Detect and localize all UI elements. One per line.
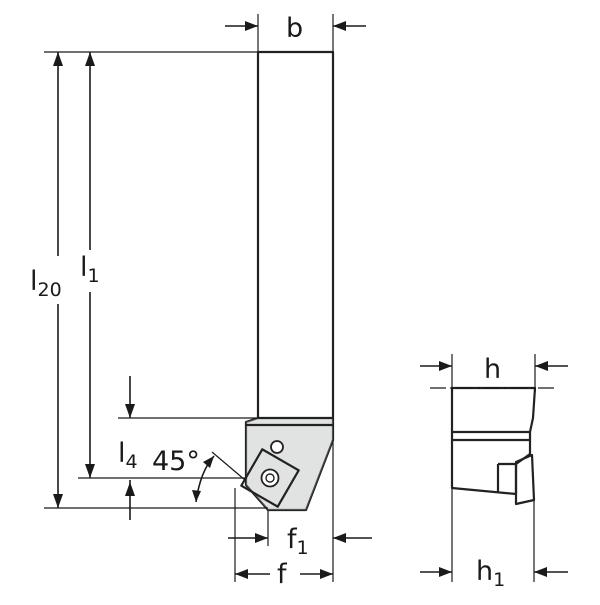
label-angle: 45°: [152, 446, 200, 477]
label-f: f: [277, 559, 288, 590]
insert-hole-outer: [260, 468, 280, 488]
label-b: b: [286, 13, 303, 44]
tool-body-side-view: [244, 50, 335, 512]
dimension-h1: h1: [420, 488, 568, 591]
label-h: h: [484, 354, 501, 385]
insert: [240, 440, 300, 508]
label-l1: l1: [80, 252, 100, 287]
dimension-l1: l1: [78, 52, 245, 479]
label-l20: l20: [30, 266, 62, 301]
dimension-f: f: [235, 559, 333, 590]
insert-hole-inner: [265, 473, 275, 483]
label-l4: l4: [118, 438, 138, 473]
dimension-f1: f1: [228, 440, 372, 582]
clamp-screw: [270, 440, 284, 454]
tool-end-view: [450, 386, 537, 506]
dimension-angle: 45°: [152, 446, 246, 503]
insert-square: [240, 448, 300, 508]
dimension-b: b: [225, 13, 366, 52]
dimension-l20: l20: [30, 51, 268, 509]
label-f1: f1: [287, 524, 309, 559]
label-h1: h1: [476, 556, 505, 591]
end-view-body: [450, 386, 537, 496]
dimension-h: h: [420, 354, 568, 392]
dimension-l4: l4: [118, 376, 258, 520]
